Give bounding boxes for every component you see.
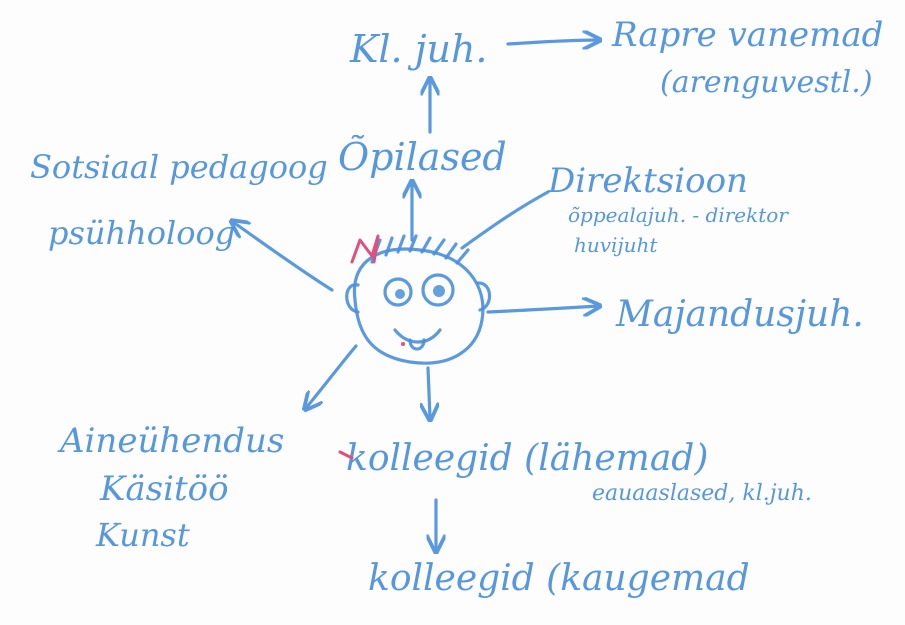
subject-union-label: Aineühendus	[57, 421, 284, 461]
center-character	[347, 236, 490, 363]
peers-label: eauaaslased, kl.juh.	[592, 481, 812, 506]
arrow-center-to-psychologist	[233, 222, 332, 290]
arrow-kljuh-to-parents	[508, 40, 598, 44]
directorate-line3: huvijuht	[574, 233, 658, 257]
labels: Kl. juh. Rapre vanemad (arenguvestl.) Õp…	[30, 15, 883, 599]
hair-bow	[352, 236, 378, 262]
near-colleagues-label: kolleegid (lähemad)	[346, 438, 708, 479]
art-label: Kunst	[95, 516, 190, 554]
handicraft-label: Käsitöö	[99, 469, 229, 509]
face-outline	[354, 249, 482, 363]
psychologist-label: psühholoog	[48, 214, 235, 252]
students-label: Õpilased	[338, 135, 507, 179]
parents-sublabel: (arenguvestl.)	[660, 65, 873, 100]
parents-label: Rapre vanemad	[611, 15, 883, 55]
directorate-line2: õppealajuh. - direktor	[568, 203, 789, 227]
arrow-center-to-colleagues	[428, 368, 430, 418]
kl-juh-label: Kl. juh.	[349, 27, 488, 71]
arrow-center-to-economics	[488, 306, 598, 312]
arrow-center-to-subject-union	[306, 346, 356, 408]
cheek-mark	[401, 342, 405, 346]
economics-label: Majandusjuh.	[615, 294, 864, 335]
arrow-center-to-directorate	[462, 192, 548, 248]
mouth	[395, 330, 440, 342]
right-pupil	[433, 285, 445, 297]
far-colleagues-label: kolleegid (kaugemad	[368, 558, 750, 599]
left-pupil	[395, 289, 405, 299]
directorate-label: Direktsioon	[547, 161, 748, 201]
social-pedagogue-label: Sotsiaal pedagoog	[30, 148, 328, 186]
